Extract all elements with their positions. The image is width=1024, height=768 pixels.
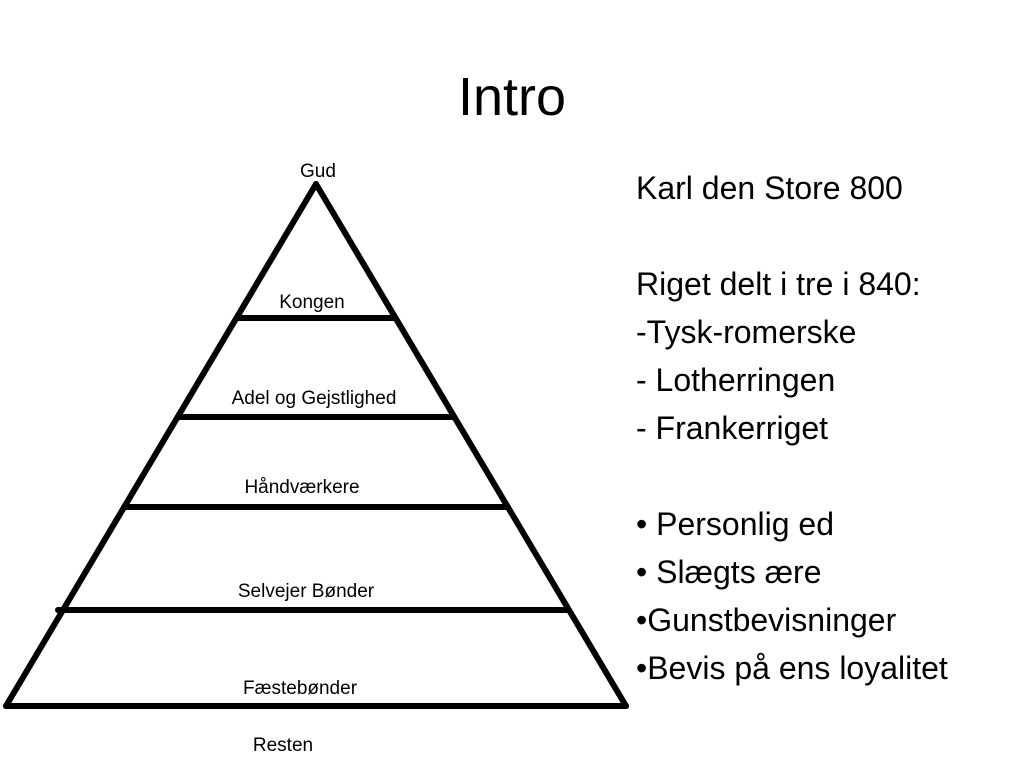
division-title: Riget delt i tre i 840: — [636, 266, 921, 302]
bullet-item: •Bevis på ens loyalitet — [636, 650, 948, 686]
division-item: -Tysk-romerske — [636, 314, 857, 350]
bullet-item: • Personlig ed — [636, 506, 834, 542]
division-item: - Lotherringen — [636, 362, 836, 398]
slide-title: Intro — [457, 67, 567, 127]
pyramid-right-edge — [313, 181, 629, 709]
text-panel: Karl den Store 800 Riget delt i tre i 84… — [636, 164, 1016, 692]
tier-label-adel: Adel og Gejstlighed — [232, 388, 397, 409]
tier-label-faestebonder: Fæstebønder — [243, 678, 358, 699]
bullet-item: • Slægts ære — [636, 554, 822, 590]
heading-text: Karl den Store 800 — [636, 170, 903, 206]
pyramid-left-edge — [3, 181, 319, 709]
tier-label-haandvaerkere: Håndværkere — [244, 477, 359, 498]
spacer — [636, 452, 1016, 500]
tier-label-kongen: Kongen — [279, 292, 345, 313]
apex-label: Gud — [300, 161, 336, 182]
spacer — [636, 212, 1016, 260]
tier-label-selvejer: Selvejer Bønder — [238, 581, 375, 602]
bullet-item: •Gunstbevisninger — [636, 602, 897, 638]
bottom-label: Resten — [253, 735, 313, 756]
division-item: - Frankerriget — [636, 410, 829, 446]
